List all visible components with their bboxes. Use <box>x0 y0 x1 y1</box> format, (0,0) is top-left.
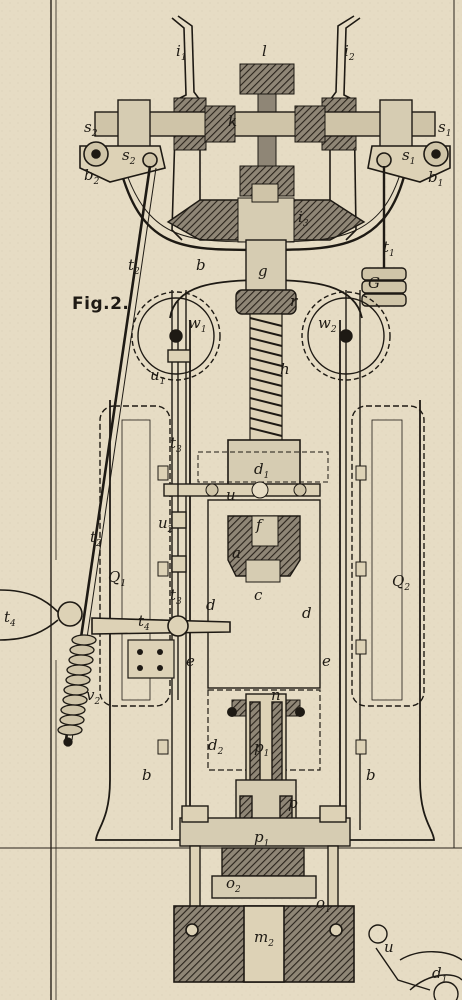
label-u2: u2 <box>158 514 174 535</box>
shaft-k <box>94 99 436 149</box>
label-d1: d1 <box>254 460 270 481</box>
label-u1: u1 <box>150 366 166 387</box>
figure-caption: Fig.2. <box>72 294 130 314</box>
rod-t3 <box>167 300 191 700</box>
label-s1: s1 <box>402 146 416 167</box>
label-e-right: e <box>322 652 331 670</box>
bar-u <box>163 483 321 497</box>
label-t2-lower: t2 <box>90 528 102 549</box>
bracket-plate <box>127 639 175 679</box>
label-e-left: e <box>186 652 195 670</box>
label-m2: m2 <box>254 928 274 949</box>
label-b1: b1 <box>428 168 444 189</box>
label-o1: o1 <box>316 894 331 915</box>
label-b-frame: b <box>196 256 206 274</box>
label-Q2: Q2 <box>392 572 411 593</box>
label-i3: i3 <box>298 208 309 229</box>
screw-spindle-h <box>249 313 283 443</box>
frame-body <box>95 320 435 841</box>
handle-t4 <box>0 589 231 641</box>
label-p1-upper: p1 <box>254 738 270 759</box>
label-i1: i1 <box>176 42 187 63</box>
label-h: h <box>280 360 290 378</box>
nut-o1 <box>211 875 317 899</box>
spring-v2 <box>57 634 97 747</box>
label-o2: o2 <box>226 874 241 895</box>
label-d2: d2 <box>208 736 224 757</box>
counterweight-Q2 <box>351 405 425 707</box>
label-r: r <box>290 292 298 310</box>
lever-b1 <box>367 141 451 183</box>
label-p1-lower: p1 <box>254 828 270 849</box>
label-t1: t1 <box>383 238 395 259</box>
label-n: n <box>271 686 281 704</box>
cylinder-m2 <box>173 905 355 983</box>
guide-wheel-w1 <box>131 291 221 381</box>
counterweight-Q1 <box>99 405 171 707</box>
label-t4: t4 <box>138 612 150 633</box>
label-g: g <box>258 262 268 280</box>
label-f: f <box>256 516 262 534</box>
slide-block-d <box>207 499 321 689</box>
nut-r <box>235 289 297 315</box>
label-d-left: d <box>206 596 216 614</box>
label-Q1: Q1 <box>108 568 127 589</box>
detail-fragment <box>368 924 462 1000</box>
label-s2-top: s2 <box>84 118 98 139</box>
label-G: G <box>368 274 380 292</box>
nut-top <box>251 183 279 203</box>
label-b-left: b <box>142 766 152 784</box>
label-i2: i2 <box>344 42 355 63</box>
label-w1: w1 <box>188 314 207 335</box>
label-t2-upper: t2 <box>128 256 140 277</box>
column-g <box>245 239 287 297</box>
label-w2: w2 <box>318 314 337 335</box>
label-s1-top: s1 <box>438 118 452 139</box>
label-a: a <box>232 544 241 562</box>
lever-b2 <box>79 141 166 183</box>
pulley-l-rim-top <box>239 63 295 95</box>
housing-i3-center <box>237 197 295 243</box>
label-c: c <box>254 586 263 604</box>
label-k: k <box>228 112 238 130</box>
label-s2: s2 <box>122 146 136 167</box>
label-d-right: d <box>302 604 312 622</box>
label-d1-corner: d1 <box>432 964 448 985</box>
label-u: u <box>226 486 236 504</box>
label-u-corner: u <box>384 938 394 956</box>
cap-c <box>245 559 281 583</box>
pin-f <box>251 515 279 547</box>
label-b-right: b <box>366 766 376 784</box>
label-p: p <box>288 794 298 812</box>
coupling-G <box>361 267 407 307</box>
label-l: l <box>262 42 267 60</box>
nut-o2 <box>221 847 305 877</box>
base-bolts <box>181 805 347 939</box>
label-b2: b2 <box>84 166 100 187</box>
label-t4-left: t4 <box>4 608 16 629</box>
label-v2: v2 <box>86 686 101 707</box>
label-t3-upper: t3 <box>170 434 182 455</box>
label-t3-lower: t3 <box>170 586 182 607</box>
